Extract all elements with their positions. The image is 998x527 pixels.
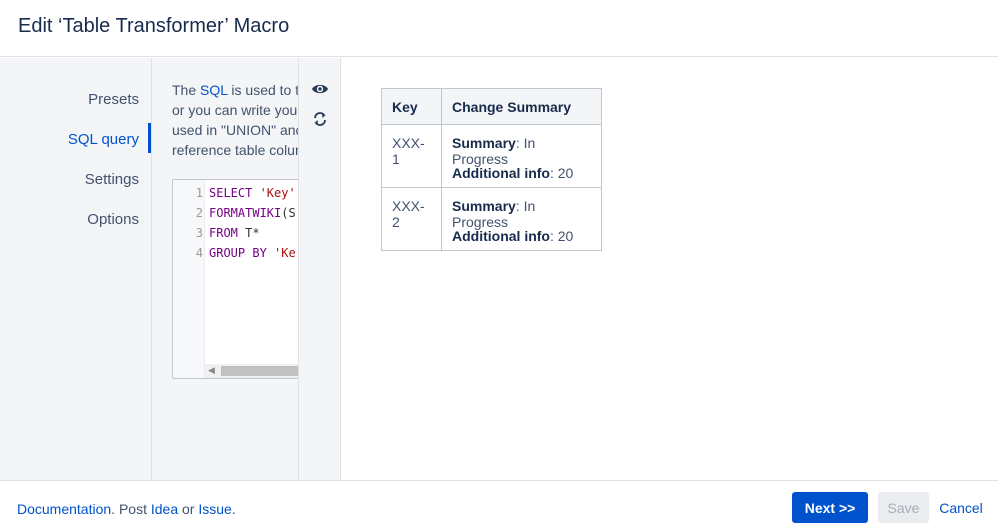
code-line: GROUP BY 'Ke bbox=[209, 246, 296, 260]
sql-description: The SQL is used to tr or you can write y… bbox=[172, 80, 298, 160]
table-row: XXX-2 Summary: In Progress Additional in… bbox=[381, 187, 602, 251]
code-line: SELECT 'Key' bbox=[209, 186, 296, 200]
issue-link[interactable]: Issue bbox=[198, 501, 232, 517]
desc-line: or you can write you bbox=[172, 102, 298, 118]
preview-pane: Key Change Summary XXX-1 Summary: In Pro… bbox=[341, 58, 998, 480]
eye-icon[interactable] bbox=[311, 80, 329, 98]
sidebar-item-options[interactable]: Options bbox=[87, 211, 139, 228]
column-header-key: Key bbox=[381, 88, 442, 125]
active-tab-indicator bbox=[148, 123, 151, 153]
table-row: XXX-1 Summary: In Progress Additional in… bbox=[381, 124, 602, 188]
sql-link[interactable]: SQL bbox=[200, 82, 228, 98]
info-value: : 20 bbox=[549, 228, 574, 244]
footer-text: . Post bbox=[111, 501, 151, 517]
dialog-header: Edit ‘Table Transformer’ Macro bbox=[0, 0, 998, 57]
column-header-change-summary: Change Summary bbox=[441, 88, 602, 125]
code-token: 'Key' bbox=[259, 186, 296, 200]
sidebar-item-presets[interactable]: Presets bbox=[88, 91, 139, 108]
sql-code-editor[interactable]: 1 SELECT 'Key' 2 FORMATWIKI(S 3 FROM T* 4 GROUP… bbox=[172, 179, 298, 379]
code-line: FROM T* bbox=[209, 226, 260, 240]
code-token: (S bbox=[281, 206, 296, 220]
sidebar-item-sql-query[interactable]: SQL query bbox=[67, 131, 139, 148]
line-number: 4 bbox=[195, 246, 203, 260]
code-token: FROM bbox=[209, 226, 246, 240]
line-number: 2 bbox=[195, 206, 203, 220]
line-number: 3 bbox=[195, 226, 203, 240]
line-number: 1 bbox=[195, 186, 203, 200]
next-button[interactable]: Next >> bbox=[792, 492, 868, 523]
dialog-title: Edit ‘Table Transformer’ Macro bbox=[18, 15, 290, 37]
info-value: : 20 bbox=[549, 165, 574, 181]
idea-link[interactable]: Idea bbox=[150, 501, 179, 517]
code-token: 'Ke bbox=[274, 246, 296, 260]
footer-links: Documentation. Post Idea or Issue. bbox=[17, 501, 236, 517]
code-token: SELECT bbox=[209, 186, 260, 200]
refresh-icon[interactable] bbox=[311, 110, 329, 128]
line-number-gutter bbox=[173, 180, 205, 378]
footer-text: . bbox=[231, 501, 236, 517]
code-line: FORMATWIKI(S bbox=[209, 206, 296, 220]
save-button[interactable]: Save bbox=[878, 492, 929, 523]
documentation-link[interactable]: Documentation bbox=[17, 501, 112, 517]
info-label: Additional info bbox=[452, 165, 550, 181]
horizontal-scrollbar[interactable]: ◀ bbox=[205, 364, 298, 378]
desc-text: is used to tr bbox=[227, 82, 298, 98]
code-token: T* bbox=[245, 226, 260, 240]
scrollbar-thumb[interactable] bbox=[221, 366, 298, 376]
footer-text: or bbox=[178, 501, 199, 517]
desc-line: used in "UNION" anc bbox=[172, 122, 298, 138]
summary-cell: Summary: In Progress Additional info: 20 bbox=[441, 187, 602, 251]
summary-label: Summary bbox=[452, 135, 516, 151]
sql-editor-pane: The SQL is used to tr or you can write y… bbox=[152, 58, 298, 480]
dialog-footer: Documentation. Post Idea or Issue. Next … bbox=[0, 480, 998, 527]
scroll-left-icon[interactable]: ◀ bbox=[208, 365, 215, 375]
desc-text: The bbox=[172, 82, 201, 98]
cancel-button[interactable]: Cancel bbox=[939, 499, 983, 516]
preview-table: Key Change Summary XXX-1 Summary: In Pro… bbox=[381, 88, 602, 251]
code-token: FORMATWIKI bbox=[209, 206, 282, 220]
preview-toolbar bbox=[298, 58, 341, 480]
desc-line: reference table colur bbox=[172, 142, 298, 158]
summary-value: : In Progress bbox=[452, 135, 536, 167]
sidebar: Presets SQL query Settings Options bbox=[0, 58, 152, 480]
summary-label: Summary bbox=[452, 198, 516, 214]
key-cell: XXX-2 bbox=[381, 187, 442, 251]
summary-value: : In Progress bbox=[452, 198, 536, 230]
sidebar-item-settings[interactable]: Settings bbox=[84, 171, 139, 188]
code-token: GROUP BY bbox=[209, 246, 275, 260]
info-label: Additional info bbox=[452, 228, 550, 244]
summary-cell: Summary: In Progress Additional info: 20 bbox=[441, 124, 602, 188]
key-cell: XXX-1 bbox=[381, 124, 442, 188]
